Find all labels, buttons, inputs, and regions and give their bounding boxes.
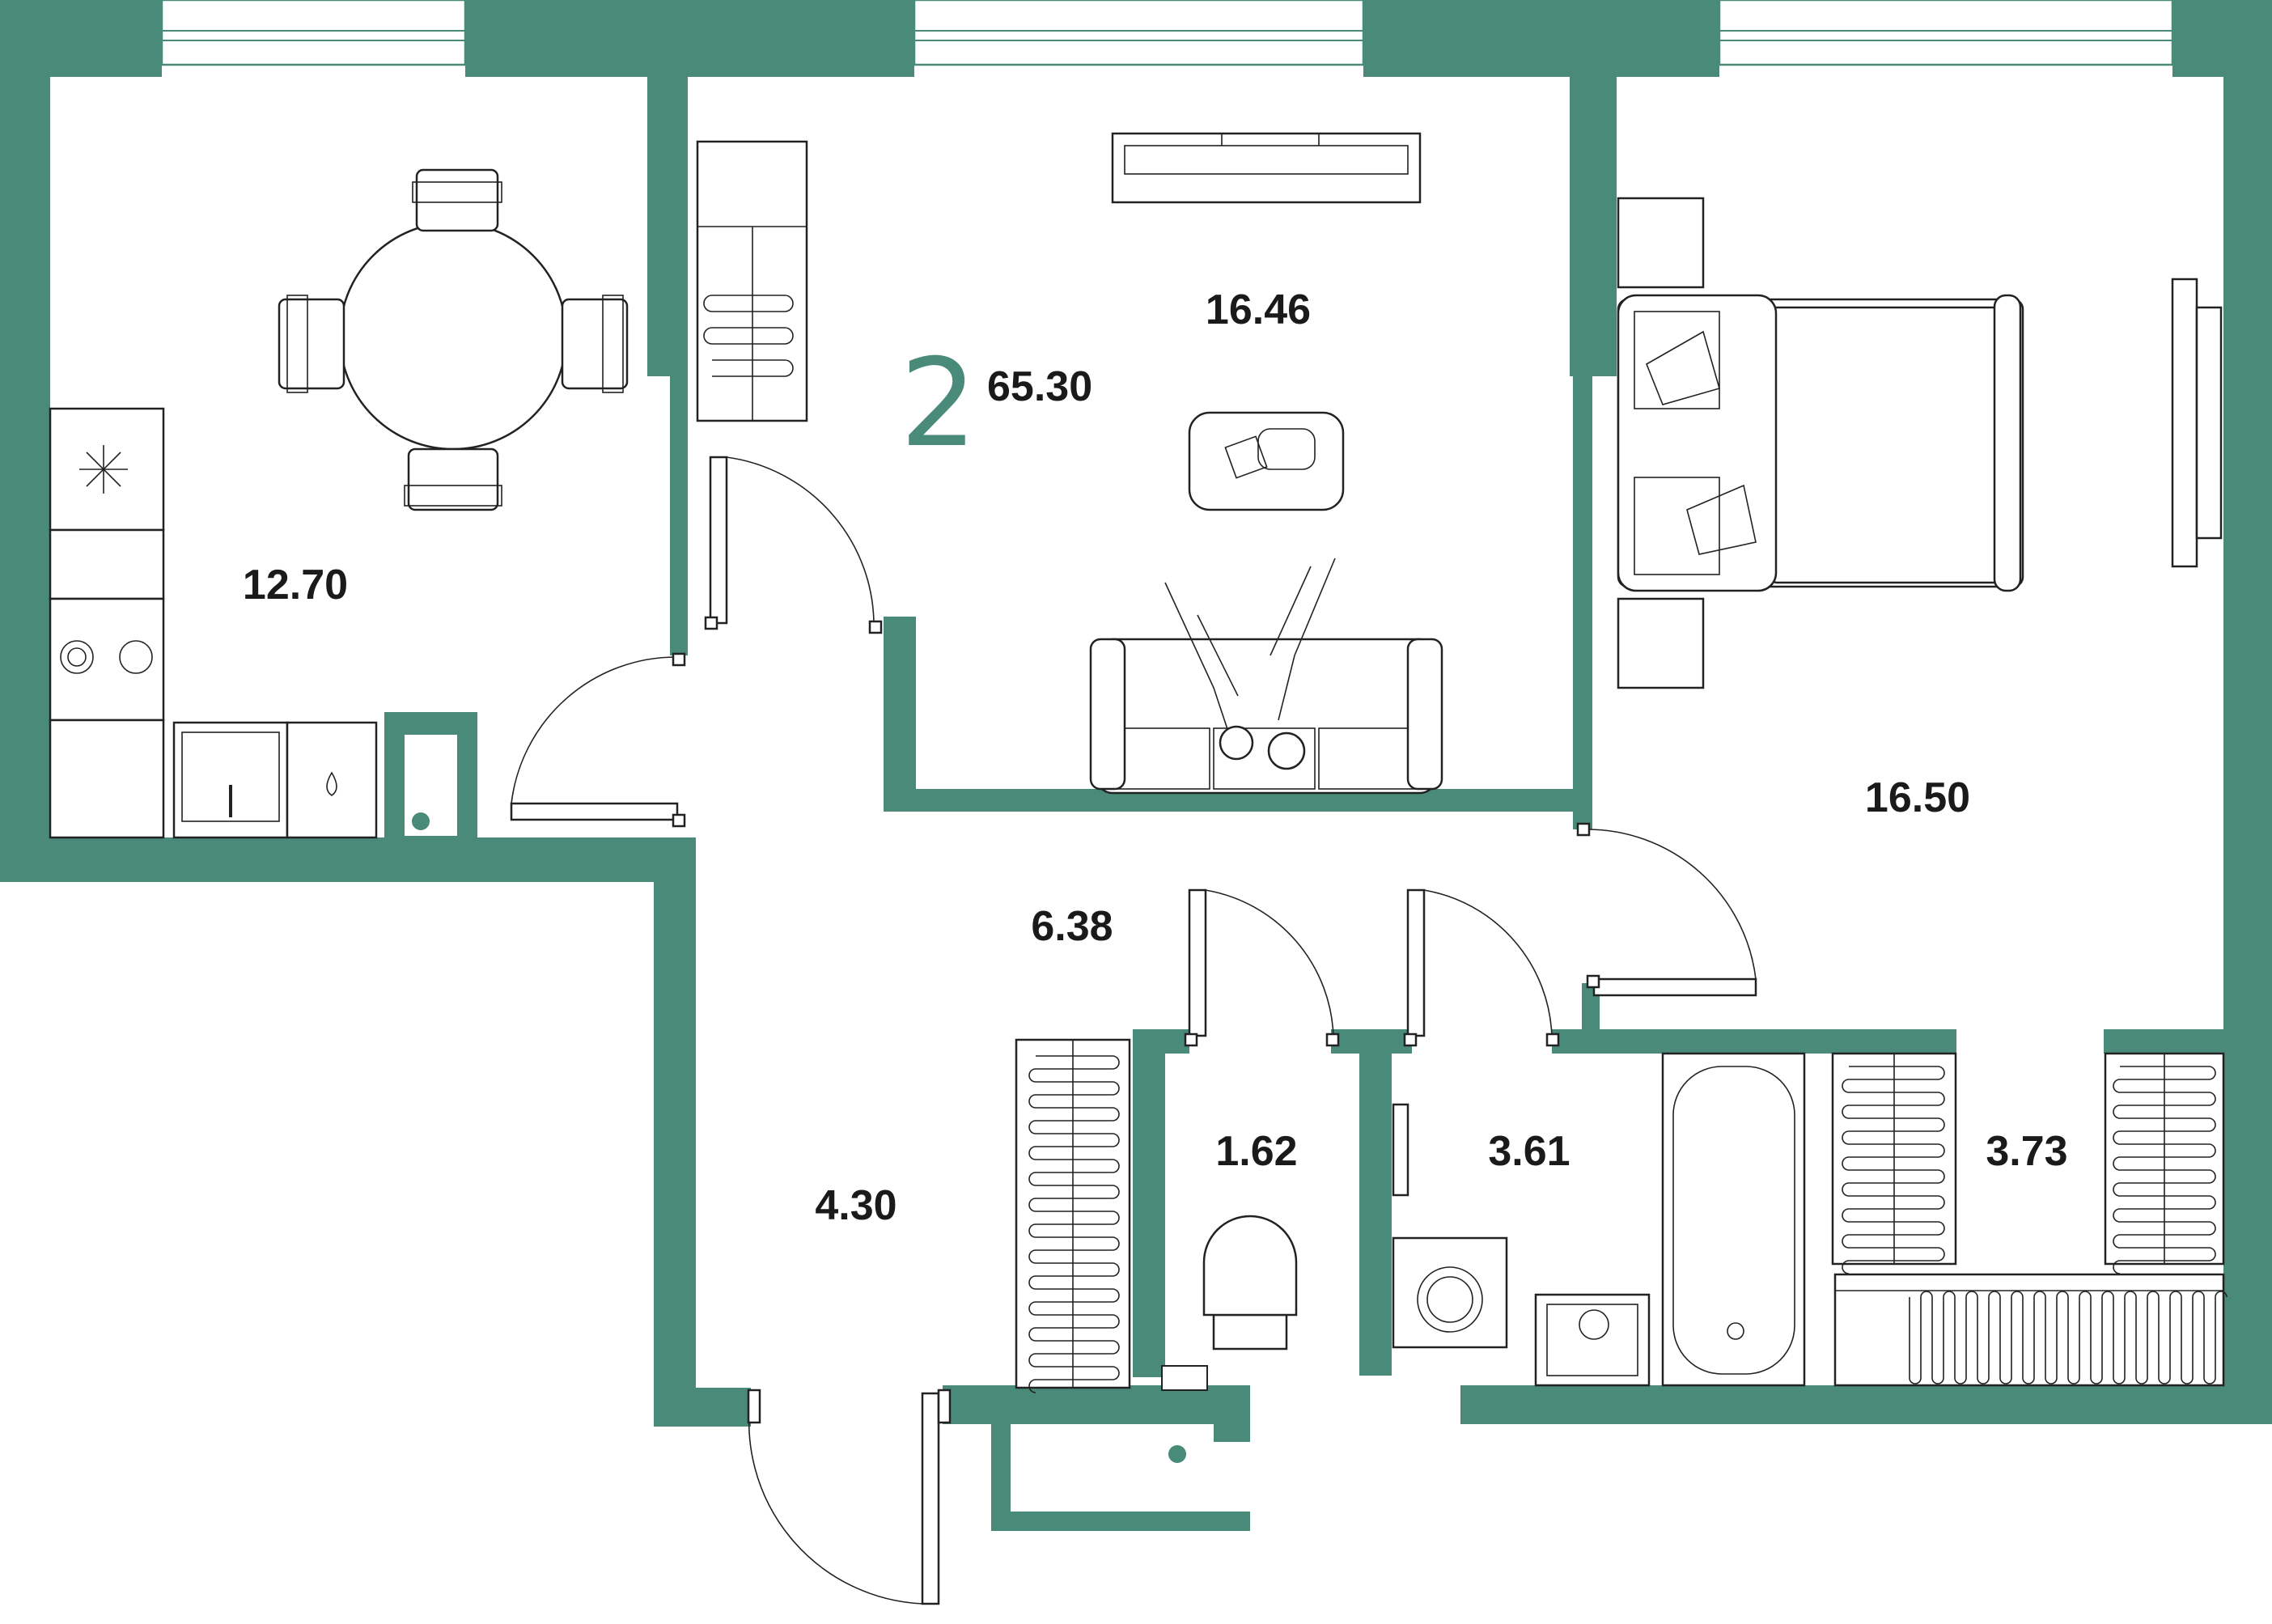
area-bedroom: 16.50 <box>1865 774 1970 821</box>
doors <box>510 456 1757 1605</box>
area-wc: 1.62 <box>1215 1128 1297 1175</box>
rooms-count: 2 <box>900 333 977 474</box>
hanger-pattern <box>2113 1066 2216 1274</box>
wet-rooms-furniture <box>1015 1038 2225 1389</box>
area-living: 16.46 <box>1206 286 1311 333</box>
area-wardrobe: 3.73 <box>1986 1128 2067 1175</box>
living-furniture <box>696 132 1443 795</box>
area-bath: 3.61 <box>1488 1128 1570 1175</box>
hanger-pattern <box>1028 1055 1120 1393</box>
total-area: 65.30 <box>987 363 1092 410</box>
walls <box>0 0 2272 1531</box>
area-entry: 4.30 <box>815 1182 897 1229</box>
windows <box>160 0 2174 66</box>
hanger-pattern <box>1842 1066 1945 1274</box>
kitchen-furniture <box>49 168 629 839</box>
snowflake-icon <box>79 445 128 494</box>
room-labels: 2 65.30 12.70 16.46 16.50 6.38 4.30 1.62… <box>243 286 2068 1229</box>
area-hall: 6.38 <box>1031 903 1113 950</box>
bedroom-furniture <box>1617 197 2223 689</box>
area-kitchen: 12.70 <box>243 562 348 608</box>
hanger-pattern <box>1909 1291 2227 1384</box>
